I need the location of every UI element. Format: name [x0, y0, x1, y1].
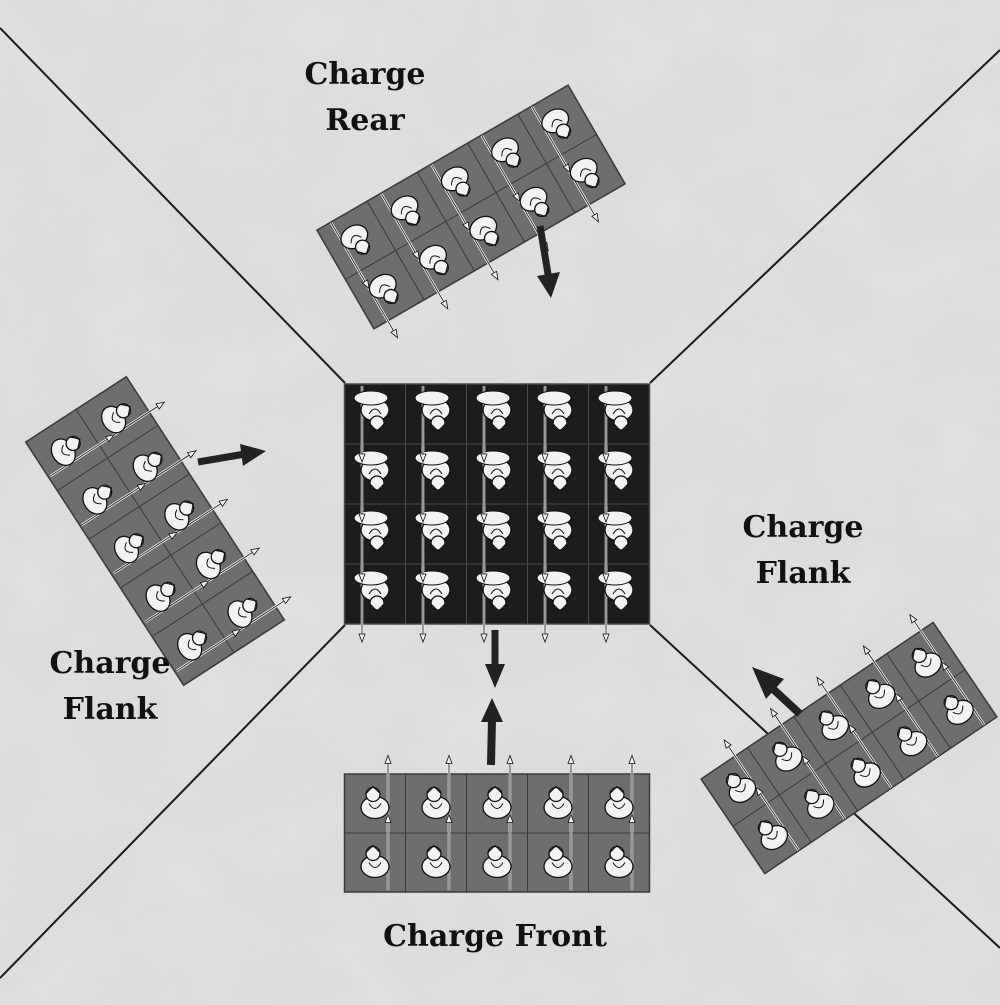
- front-charger-unit: [345, 756, 650, 893]
- label-charge-rear-line1: Charge: [290, 52, 440, 98]
- label-charge-flank-right-line1: Charge: [728, 505, 878, 551]
- label-charge-rear: Charge Rear: [290, 52, 440, 144]
- label-charge-rear-line2: Rear: [290, 98, 440, 144]
- target-unit: [345, 384, 650, 642]
- label-charge-front: Charge Front: [350, 914, 640, 960]
- label-charge-flank-right: Charge Flank: [728, 505, 878, 597]
- label-charge-flank-left-line1: Charge: [35, 641, 185, 687]
- label-charge-flank-left: Charge Flank: [35, 641, 185, 733]
- label-charge-flank-right-line2: Flank: [728, 551, 878, 597]
- label-charge-flank-left-line2: Flank: [35, 687, 185, 733]
- label-charge-front-line1: Charge Front: [350, 914, 640, 960]
